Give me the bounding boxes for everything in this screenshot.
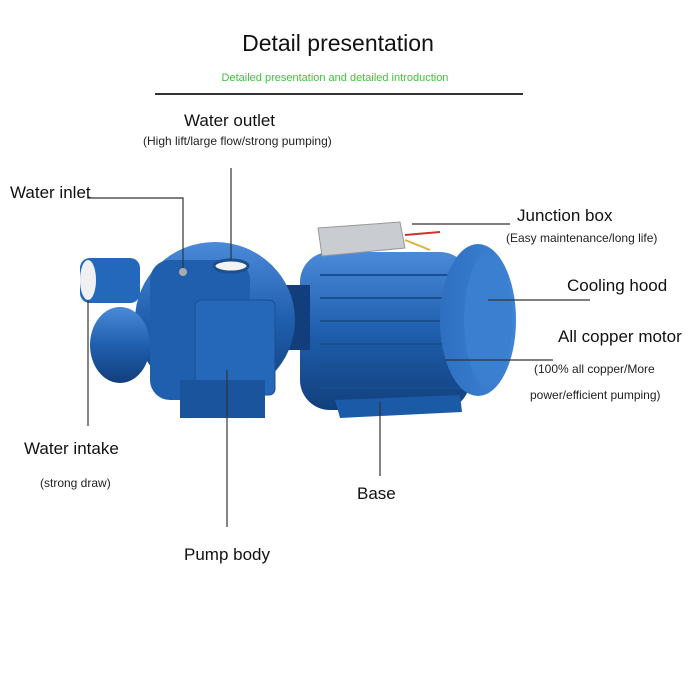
leader-lines <box>87 93 590 527</box>
label-base: Base <box>357 484 396 503</box>
note-motor-2: power/efficient pumping) <box>530 388 661 402</box>
note-water-intake: (strong draw) <box>40 476 111 490</box>
page-subtitle: Detailed presentation and detailed intro… <box>221 72 449 84</box>
label-pump-body: Pump body <box>184 545 270 564</box>
label-water-outlet: Water outlet <box>184 111 276 130</box>
pump-drawing <box>80 221 516 418</box>
label-cooling-hood: Cooling hood <box>567 276 668 295</box>
note-junction-box: (Easy maintenance/long life) <box>506 231 658 245</box>
note-water-outlet: (High lift/large flow/strong pumping) <box>143 134 332 148</box>
label-motor: All copper motor <box>558 327 682 346</box>
label-water-intake: Water intake <box>24 439 119 458</box>
water-inlet-line <box>87 197 184 268</box>
note-motor-1: (100% all copper/More <box>534 362 655 376</box>
label-water-inlet: Water inlet <box>10 183 91 202</box>
page-title: Detail presentation <box>242 30 434 56</box>
label-junction-box: Junction box <box>517 206 613 225</box>
